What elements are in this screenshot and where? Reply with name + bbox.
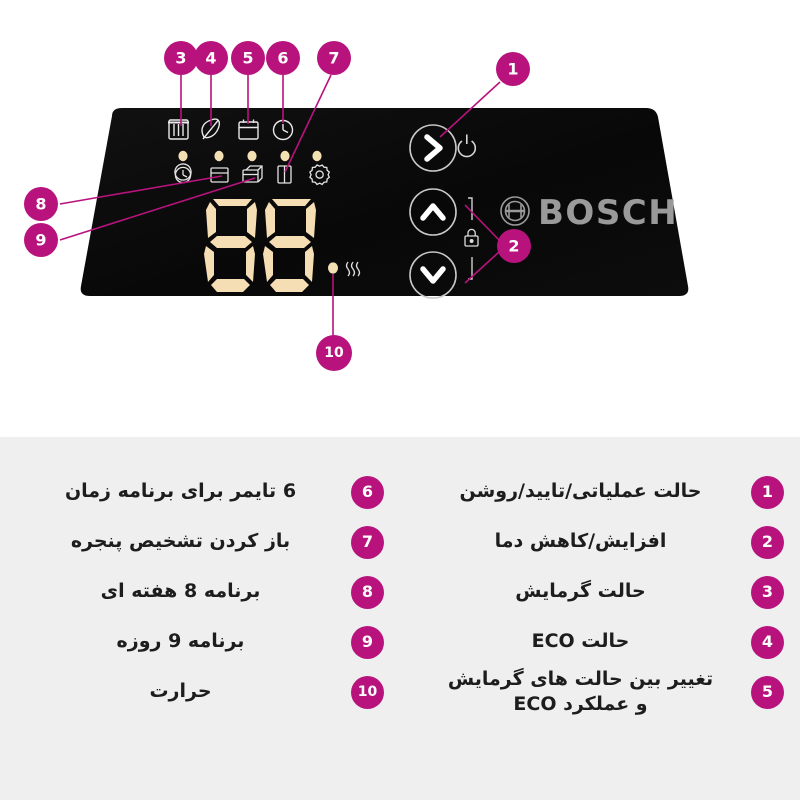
legend-item: 10 حرارت bbox=[0, 667, 400, 717]
legend-label: حالت گرمایش bbox=[515, 580, 646, 603]
legend-label: باز کردن تشخیص پنجره bbox=[70, 530, 291, 553]
legend-badge: 1 bbox=[751, 475, 784, 509]
legend-label: 6 تایمر برای برنامه زمان bbox=[64, 480, 297, 503]
legend-label: افزایش/کاهش دما bbox=[494, 530, 667, 553]
legend-label: حالت ECO bbox=[531, 630, 630, 653]
legend-item: 1 حالت عملیاتی/تایید/روشن bbox=[400, 467, 800, 517]
control-panel-graphic: BOSCH bbox=[80, 108, 689, 299]
led-dot bbox=[247, 150, 257, 162]
legend-badge: 10 bbox=[351, 675, 384, 709]
display-digit-2 bbox=[263, 199, 316, 292]
legend-badge: 6 bbox=[351, 475, 384, 509]
legend-badge: 2 bbox=[751, 525, 784, 559]
legend-item: 8 برنامه 8 هفته ای bbox=[0, 567, 400, 617]
legend-badge: 3 bbox=[751, 575, 784, 609]
legend-item: 2 افزایش/کاهش دما bbox=[400, 517, 800, 567]
legend-item: 6 6 تایمر برای برنامه زمان bbox=[0, 467, 400, 517]
eco-leaf-icon[interactable] bbox=[201, 118, 220, 140]
legend-badge: 5 bbox=[751, 675, 784, 709]
heat-indicator bbox=[328, 261, 361, 277]
device-illustration: BOSCH 3 bbox=[24, 41, 689, 371]
legend-badge: 8 bbox=[351, 575, 384, 609]
legend-panel: 1 حالت عملیاتی/تایید/روشن 2 افزایش/کاهش … bbox=[0, 437, 800, 800]
led-dot bbox=[312, 150, 322, 162]
led-dot bbox=[280, 150, 290, 162]
bosch-wordmark: BOSCH bbox=[538, 193, 678, 233]
radiator-icon[interactable] bbox=[168, 119, 189, 140]
legend-item: 5 تغییر بین حالت های گرمایش و عملکرد ECO bbox=[400, 667, 800, 717]
legend-item: 4 حالت ECO bbox=[400, 617, 800, 667]
legend-label: برنامه 9 روزه bbox=[116, 630, 245, 653]
legend-label: حرارت bbox=[149, 680, 212, 703]
led-dot bbox=[178, 150, 188, 162]
heat-led-dot bbox=[328, 262, 338, 274]
bosch-logo: BOSCH bbox=[500, 193, 678, 233]
legend-columns: 1 حالت عملیاتی/تایید/روشن 2 افزایش/کاهش … bbox=[0, 467, 800, 717]
legend-column-left: 6 6 تایمر برای برنامه زمان 7 باز کردن تش… bbox=[0, 467, 400, 717]
temp-down-button[interactable] bbox=[409, 251, 457, 299]
legend-label: تغییر بین حالت های گرمایش و عملکرد ECO bbox=[447, 668, 714, 716]
legend-label: حالت عملیاتی/تایید/روشن bbox=[459, 480, 702, 503]
led-dot bbox=[214, 150, 224, 162]
legend-column-right: 1 حالت عملیاتی/تایید/روشن 2 افزایش/کاهش … bbox=[400, 467, 800, 717]
legend-item: 3 حالت گرمایش bbox=[400, 567, 800, 617]
legend-badge: 7 bbox=[351, 525, 384, 559]
legend-badge: 4 bbox=[751, 625, 784, 659]
temp-up-button[interactable] bbox=[409, 188, 457, 236]
legend-badge: 9 bbox=[351, 625, 384, 659]
button-cluster: BOSCH bbox=[409, 124, 678, 299]
heat-waves-icon bbox=[345, 261, 361, 277]
legend-item: 7 باز کردن تشخیص پنجره bbox=[0, 517, 400, 567]
panel-body bbox=[80, 108, 689, 296]
legend-label: برنامه 8 هفته ای bbox=[100, 580, 261, 603]
legend-item: 9 برنامه 9 روزه bbox=[0, 617, 400, 667]
power-confirm-button[interactable] bbox=[409, 124, 457, 172]
